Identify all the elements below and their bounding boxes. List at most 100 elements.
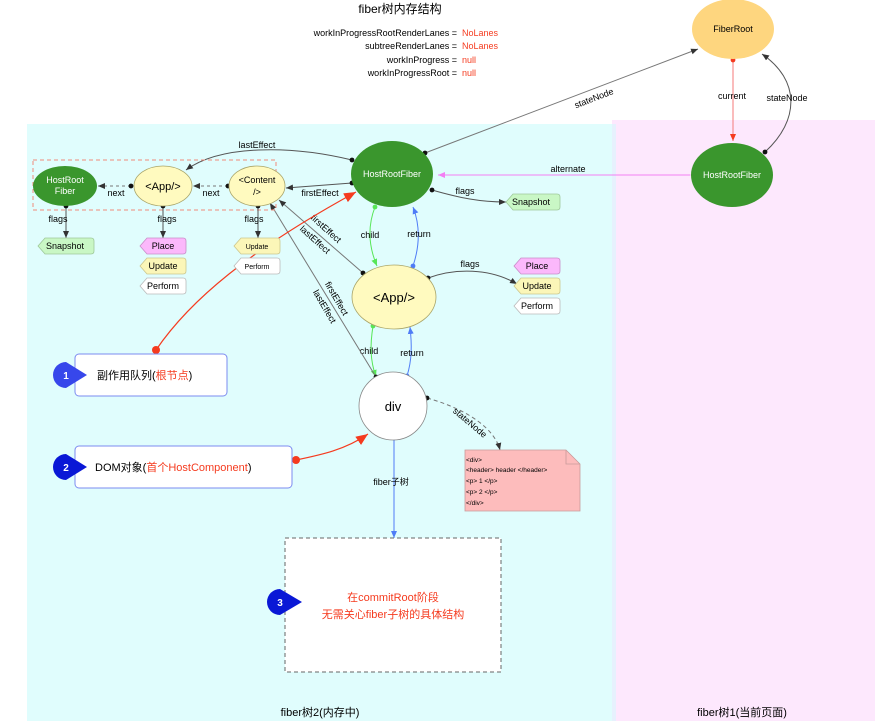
variable-name: subtreeRenderLanes: [365, 41, 450, 51]
region-current-tree: [612, 120, 875, 721]
variable-name: workInProgressRoot: [367, 68, 450, 78]
tag-q-content-update-label: Update: [246, 244, 269, 251]
queue-app-node[interactable]: [133, 165, 193, 207]
queue-content-label: <Content/>: [239, 175, 276, 197]
tag-q-app-update-label: Update: [148, 261, 177, 271]
wip-host-root-fiber-label: HostRootFiber: [363, 169, 421, 179]
variable-value: null: [462, 68, 476, 78]
edge-label-next-1: next: [107, 188, 125, 198]
callout-1-tail: ): [189, 370, 193, 382]
edge-label-flags-q3: flags: [244, 214, 264, 224]
dom-note-line: <p> 1 </p>: [466, 478, 498, 485]
callout-3-line2: 无需关心fiber子树的具体结构: [322, 607, 464, 621]
edge-label-child-1: child: [361, 230, 380, 240]
edge-flags-host: [429, 187, 507, 205]
edge-label-return-2: return: [400, 348, 424, 358]
callout-2-tail: ): [248, 462, 252, 474]
variable-row: subtreeRenderLanes =: [365, 41, 457, 51]
fiber-subtree-box: [284, 537, 502, 673]
tag-app-perform: Perform: [513, 297, 561, 315]
edge-label-next-2: next: [202, 188, 220, 198]
edge-state-node-top: [422, 48, 699, 156]
tag-q-content-update: Update: [233, 237, 281, 255]
queue-host-root-fiber-node[interactable]: [33, 166, 97, 206]
app-node[interactable]: [351, 264, 437, 330]
tag-app-place-label: Place: [526, 261, 549, 271]
dom-note-line: <header> header </header>: [466, 467, 548, 474]
edge-label-last-effect-top: lastEffect: [239, 140, 276, 150]
callout-1-text-main: 副作用队列(: [97, 368, 156, 382]
callout-2-highlight: 首个HostComponent: [146, 460, 248, 474]
edge-label-flags-q1: flags: [48, 214, 68, 224]
edge-label-current: current: [718, 91, 747, 101]
current-host-root-fiber-node[interactable]: [691, 143, 773, 207]
variable-row: workInProgressRoot =: [367, 68, 457, 78]
edge-label-flags-host: flags: [455, 186, 475, 196]
current-host-root-fiber-label: HostRootFiber: [703, 170, 761, 180]
callout-2-text-main: DOM对象(: [95, 460, 147, 474]
tag-q-content-perform: Perform: [233, 257, 281, 275]
diagram-title: fiber树内存结构: [358, 1, 441, 16]
edge-return-2: [404, 326, 414, 379]
queue-host-root-line2: Fiber: [55, 186, 76, 196]
callout-1-text: 副作用队列(根节点): [97, 368, 192, 382]
dom-note-line: <p> 2 </p>: [466, 489, 498, 496]
queue-host-root-line1: HostRoot: [46, 175, 84, 185]
callout-1-number: 1: [63, 371, 69, 382]
edge-label-first-effect-top: firstEffect: [301, 188, 339, 198]
queue-app-label: <App/>: [145, 181, 180, 193]
edge-state-node-right: [761, 53, 792, 155]
callout-arrow-1: [152, 191, 357, 354]
tag-q-app-place: Place: [139, 237, 187, 255]
variable-value: null: [462, 55, 476, 65]
variable-row: workInProgress =: [386, 55, 457, 65]
region-memory-label: fiber树2(内存中): [281, 705, 360, 719]
callout-2-text: DOM对象(首个HostComponent): [95, 460, 252, 474]
variable-name: workInProgress: [386, 55, 450, 65]
dom-note-line: </div>: [466, 500, 484, 507]
callout-2: 2 DOM对象(首个HostComponent): [53, 445, 293, 489]
region-overlap: [612, 124, 616, 721]
edge-label-alternate: alternate: [550, 164, 585, 174]
edge-label-flags-q2: flags: [157, 214, 177, 224]
variable-name: workInProgressRootRenderLanes: [313, 28, 450, 38]
tag-host-snapshot-label: Snapshot: [512, 197, 551, 207]
edge-label-state-node-top: stateNode: [573, 86, 615, 110]
queue-content-node[interactable]: [228, 165, 286, 207]
edge-first-effect-top: [285, 180, 355, 191]
callout-2-number: 2: [63, 463, 69, 474]
edge-flags-app: [425, 270, 518, 285]
callout-3-line1: 在commitRoot阶段: [347, 590, 439, 604]
edge-label-flags-app: flags: [460, 259, 480, 269]
queue-content-line2: />: [253, 187, 261, 197]
tag-q-content-perform-label: Perform: [245, 264, 270, 271]
tag-q-snapshot: Snapshot: [37, 237, 95, 255]
variable-eq: =: [449, 28, 457, 38]
app-node-label: <App/>: [373, 290, 415, 305]
div-node[interactable]: [358, 371, 428, 441]
edge-last-effect-top: [185, 149, 355, 171]
callout-1: 1 副作用队列(根节点): [53, 353, 228, 397]
variable-eq: =: [449, 55, 457, 65]
callout-3-number: 3: [277, 598, 283, 609]
edge-return-1: [410, 206, 419, 269]
tag-q-app-update: Update: [139, 257, 187, 275]
callout-3: 3 在commitRoot阶段 无需关心fiber子树的具体结构: [267, 589, 464, 621]
fiber-root-node[interactable]: [692, 0, 774, 59]
tag-app-place: Place: [513, 257, 561, 275]
wip-host-root-fiber-node[interactable]: [351, 141, 433, 207]
edge-label-state-node-right: stateNode: [766, 93, 807, 103]
callout-1-highlight: 根节点: [156, 368, 189, 382]
tag-app-update: Update: [513, 277, 561, 295]
tag-host-snapshot: Snapshot: [505, 193, 561, 211]
edge-label-return-1: return: [407, 229, 431, 239]
variable-value: NoLanes: [462, 28, 499, 38]
tag-q-snapshot-label: Snapshot: [46, 241, 85, 251]
dom-note-line: <div>: [466, 457, 482, 464]
fiber-root-label: FiberRoot: [713, 24, 753, 34]
tag-app-perform-label: Perform: [521, 301, 553, 311]
variable-eq: =: [449, 68, 457, 78]
callout-arrow-2: [292, 433, 369, 464]
